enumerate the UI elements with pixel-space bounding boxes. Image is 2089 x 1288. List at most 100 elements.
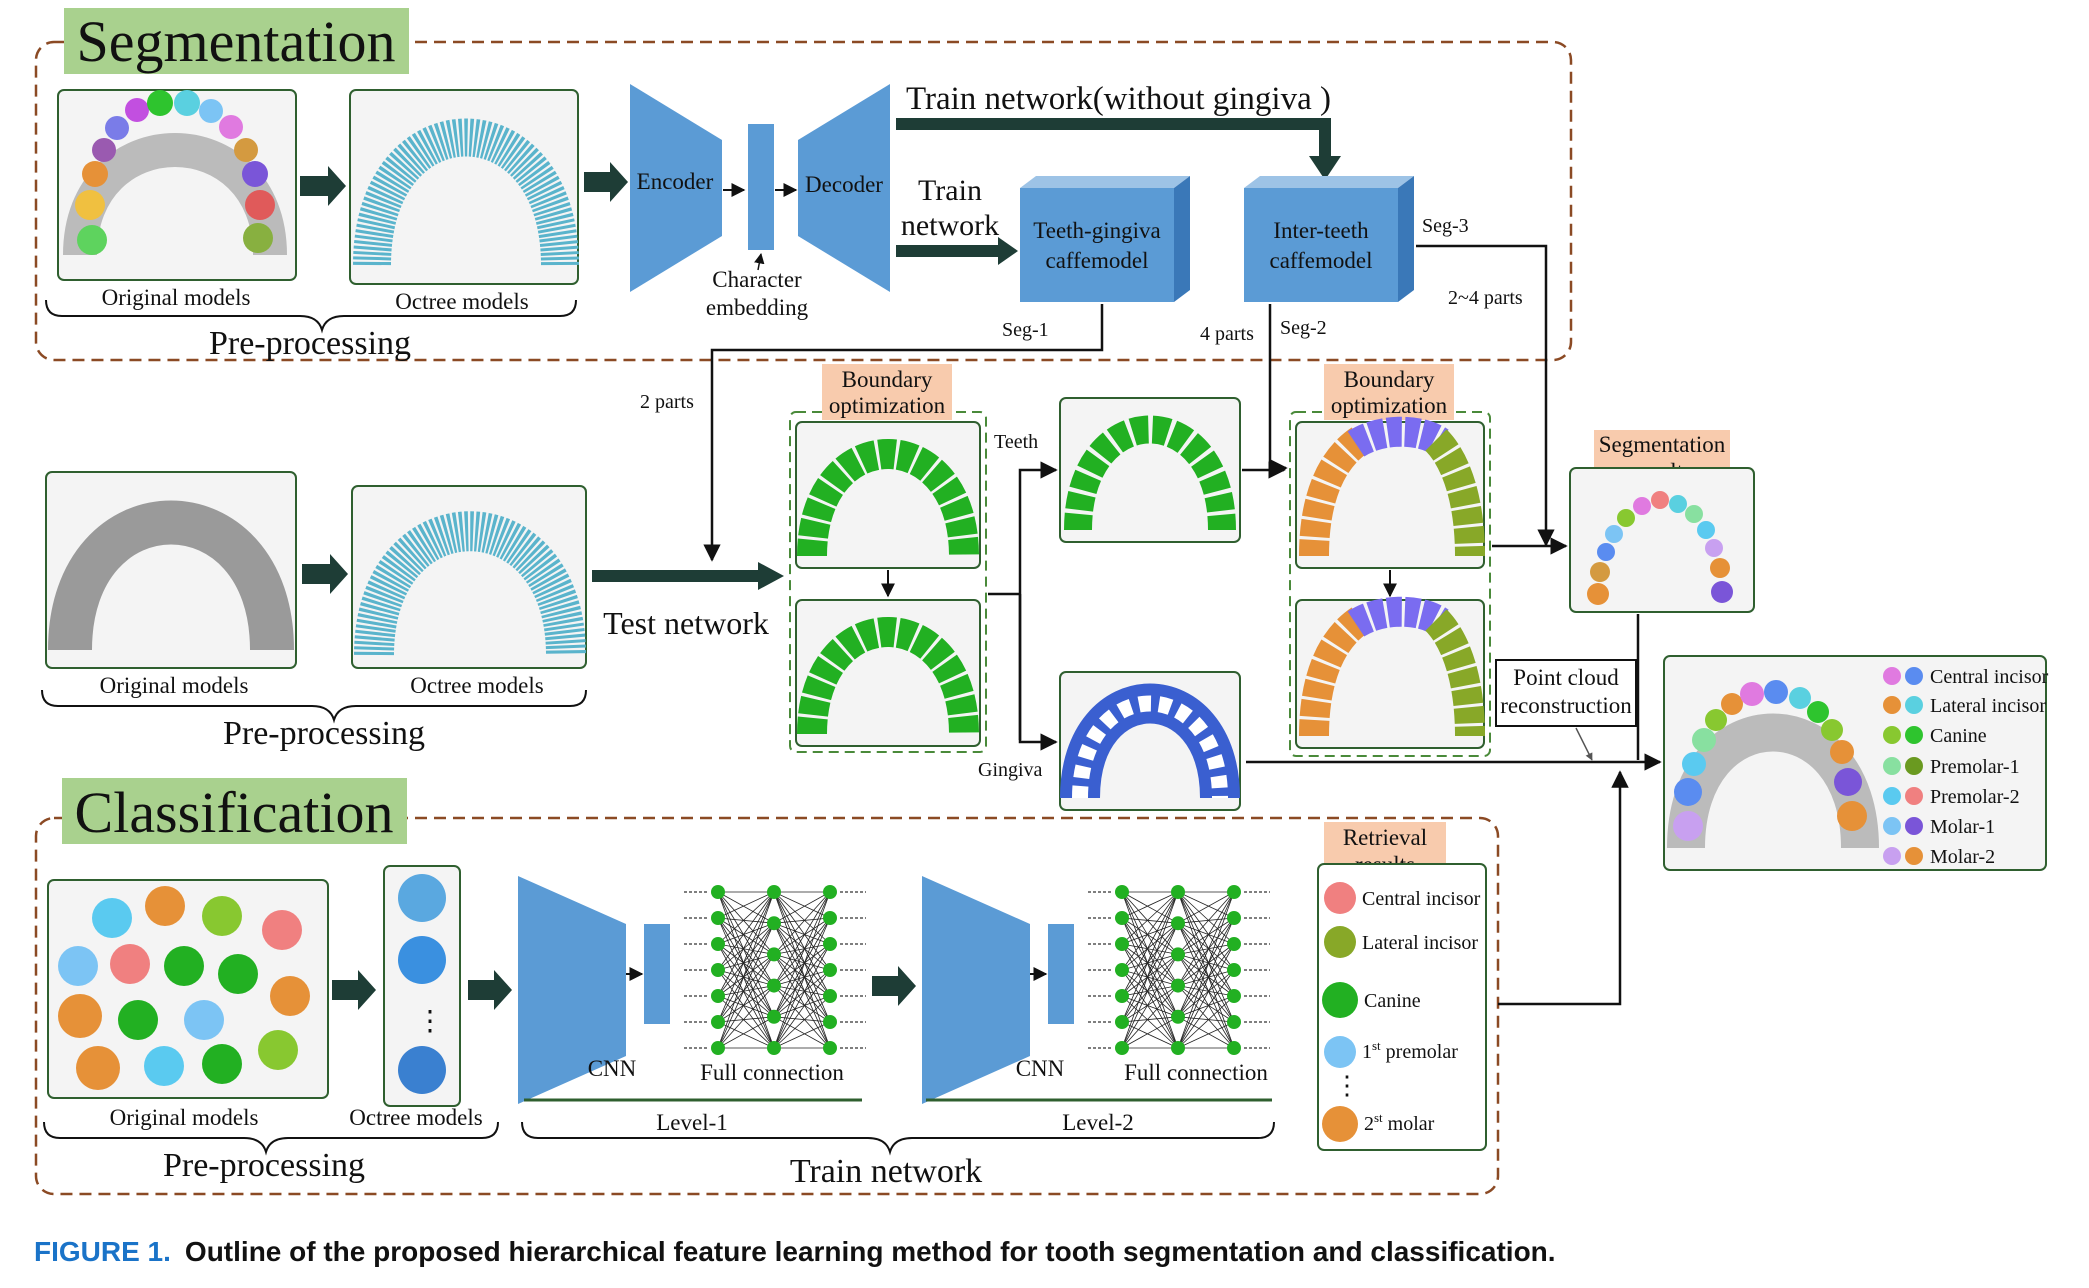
teeth-only-panel bbox=[1059, 397, 1241, 543]
fc-node bbox=[1227, 963, 1241, 977]
fc-node bbox=[767, 978, 781, 993]
fc-edge bbox=[773, 917, 831, 986]
fc-edge bbox=[1121, 969, 1179, 1018]
premolar-sup: st bbox=[1372, 1038, 1381, 1053]
fc-node bbox=[1115, 911, 1129, 925]
fc-edge bbox=[1177, 969, 1235, 986]
boundary-group-1 bbox=[789, 411, 987, 753]
fc-edge bbox=[717, 891, 775, 971]
fc-edge bbox=[1121, 923, 1179, 1023]
fc-edge bbox=[773, 891, 831, 945]
seg3-line bbox=[1416, 244, 1555, 547]
legend-item: Canine bbox=[1930, 725, 1987, 747]
train-without-gingiva-label: Train network(without gingiva ) bbox=[906, 81, 1331, 117]
fc-edge bbox=[1121, 891, 1179, 919]
preprocessing-label-3: Pre-processing bbox=[163, 1147, 365, 1184]
fc-node bbox=[1171, 947, 1185, 962]
retrieval-panel bbox=[1317, 863, 1487, 1151]
fc-edge bbox=[1121, 954, 1179, 1023]
fc-edge bbox=[773, 891, 831, 1023]
original-models-label-2: Original models bbox=[100, 673, 249, 698]
preprocessing-brace-1 bbox=[45, 299, 577, 334]
final-result-teeth bbox=[1673, 680, 1867, 841]
seg-results-teeth bbox=[1587, 491, 1733, 605]
arrow-orig-to-octree-1 bbox=[300, 166, 346, 206]
seg1-label: Seg-1 bbox=[1002, 319, 1049, 341]
decoder-trapezoid bbox=[798, 84, 890, 292]
fc-edge bbox=[717, 969, 775, 986]
fc-node bbox=[1115, 989, 1129, 1003]
train-network-brace bbox=[521, 1121, 1275, 1156]
arrow-orig-to-octree-2 bbox=[302, 554, 348, 594]
character-embedding-bar bbox=[748, 124, 774, 250]
full-connection-network-1 bbox=[684, 885, 866, 1055]
fc-edge bbox=[773, 985, 831, 1023]
fc-edge bbox=[1177, 891, 1235, 1017]
fc-edge bbox=[773, 891, 831, 919]
colored-arch-bottom-left bbox=[1299, 607, 1369, 737]
preprocessing-brace-3 bbox=[43, 1121, 499, 1156]
fc-edge bbox=[717, 923, 775, 1023]
fc-edge bbox=[1177, 943, 1235, 986]
fc-edge bbox=[1177, 891, 1235, 919]
point-cloud-label-a: Point cloud bbox=[1513, 665, 1619, 690]
fc-edge bbox=[773, 954, 831, 997]
fc-node bbox=[1115, 963, 1129, 977]
arrowhead-test-network bbox=[758, 562, 784, 590]
fc-edge bbox=[717, 891, 775, 919]
two-four-parts-label: 2~4 parts bbox=[1448, 287, 1523, 309]
colored-arch-bottom-mid bbox=[1347, 596, 1449, 638]
fc-node bbox=[1171, 1009, 1185, 1024]
fc-edge bbox=[717, 943, 775, 1018]
fc-edge bbox=[1177, 891, 1235, 1049]
fc-edge bbox=[1177, 969, 1235, 1018]
fc-edge bbox=[773, 917, 831, 1049]
octree-ellipsis: ⋮ bbox=[416, 1006, 444, 1037]
preprocessing-label-1: Pre-processing bbox=[209, 325, 411, 362]
point-cloud-label-b: reconstruction bbox=[1500, 693, 1632, 718]
fc-edge bbox=[1121, 917, 1179, 955]
fc-edge bbox=[773, 891, 831, 955]
fc-edge bbox=[1121, 891, 1179, 971]
fc-edge bbox=[717, 891, 775, 1049]
encoder-label: Encoder bbox=[637, 169, 714, 194]
fc-edge bbox=[773, 891, 831, 997]
fc-node bbox=[1115, 1041, 1129, 1055]
full-connection-label-1: Full connection bbox=[700, 1060, 844, 1085]
split-to-teeth bbox=[1018, 461, 1058, 740]
fc-edge bbox=[1177, 995, 1235, 1049]
feature-bar-1 bbox=[644, 924, 670, 1024]
fc-edge bbox=[717, 985, 775, 1049]
fc-edge bbox=[1177, 917, 1235, 1017]
colored-arch-top-mid bbox=[1347, 416, 1449, 458]
fc-edge bbox=[1121, 985, 1179, 1049]
legend-item: Premolar-2 bbox=[1930, 786, 2020, 808]
fc-edge bbox=[1177, 954, 1235, 971]
fc-edge bbox=[1177, 943, 1235, 1018]
fc-node bbox=[823, 989, 837, 1003]
fc-edge bbox=[773, 995, 831, 1049]
fc-node bbox=[823, 937, 837, 951]
arrow-octree-to-cnn1 bbox=[468, 970, 512, 1010]
fc-node bbox=[1115, 937, 1129, 951]
fc-node bbox=[1171, 885, 1185, 899]
fc-edge bbox=[717, 923, 775, 1049]
colored-arch-top-left bbox=[1299, 427, 1369, 557]
fc-node bbox=[1115, 1015, 1129, 1029]
boundary-label-box-1 bbox=[822, 364, 952, 420]
fc-edge bbox=[1121, 943, 1179, 986]
arrow-teeth-to-octree bbox=[332, 970, 376, 1010]
fc-edge bbox=[1121, 969, 1179, 986]
fc-node bbox=[711, 885, 725, 899]
classification-title: Classification bbox=[75, 780, 394, 845]
retrieval-item-lateral: Lateral incisor bbox=[1362, 932, 1478, 954]
octree-models-label-1: Octree models bbox=[395, 289, 529, 314]
fc-node bbox=[823, 885, 837, 899]
figure-caption: FIGURE 1.Outline of the proposed hierarc… bbox=[34, 1236, 2074, 1268]
fc-node bbox=[711, 1015, 725, 1029]
fc-edge bbox=[773, 943, 831, 1049]
teeth-gingiva-label: Teeth-gingiva bbox=[1033, 218, 1160, 243]
fc-node bbox=[767, 885, 781, 899]
legend-item: Lateral incisor bbox=[1930, 695, 2046, 717]
